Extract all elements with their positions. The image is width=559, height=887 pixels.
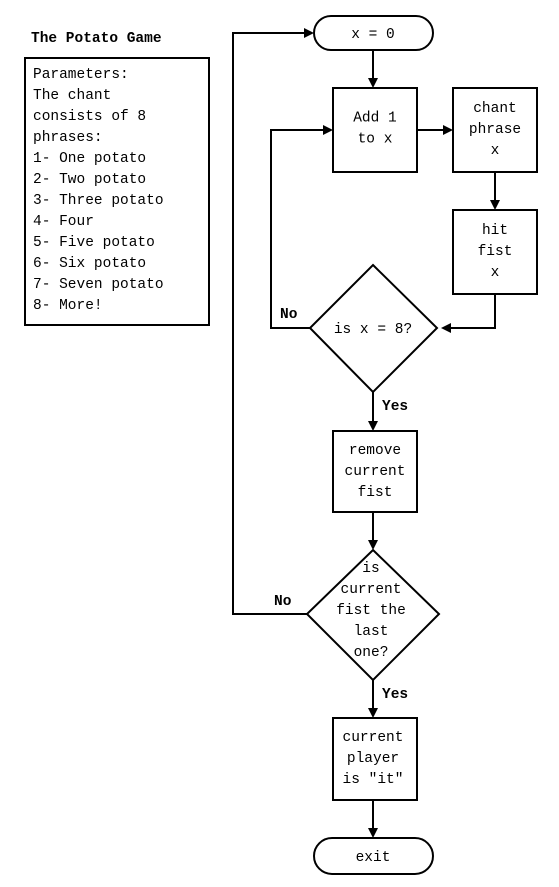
node-label-line: x (491, 143, 500, 159)
arrowhead-down (368, 828, 378, 838)
exit-terminal (313, 837, 434, 875)
parameter-line: The chant (33, 88, 111, 104)
arrowhead-right (304, 28, 314, 38)
exit-label: exit (356, 850, 391, 866)
node-label-line: fist (358, 485, 393, 501)
node-label-line: fist (478, 244, 513, 260)
arrowhead-right (323, 125, 333, 135)
edge-check8-no-to-add (270, 129, 326, 329)
edge-label-no: No (280, 307, 298, 323)
parameter-line: phrases: (33, 130, 103, 146)
diagram-title: The Potato Game (31, 31, 162, 47)
parameter-line: 3- Three potato (33, 193, 164, 209)
node-label-line: is (362, 561, 379, 577)
node-label-line: one? (354, 645, 389, 661)
node-label-line: remove (349, 443, 401, 459)
parameter-line: 4- Four (33, 214, 94, 230)
remove-label: remove current fist (345, 443, 406, 501)
node-label-line: current (341, 582, 402, 598)
start-label: x = 0 (351, 27, 395, 43)
start-terminal (313, 15, 434, 51)
node-label-line: last (354, 624, 389, 640)
parameter-line: 5- Five potato (33, 235, 155, 251)
hit-process-box (452, 209, 538, 295)
parameters-text: Parameters: The chant consists of 8 phrases… (33, 67, 164, 314)
node-label-line: current (345, 464, 406, 480)
parameter-line: 7- Seven potato (33, 277, 164, 293)
check8-decision (308, 263, 439, 394)
checklast-label: is current fist the last one? (336, 561, 406, 661)
arrowhead-right (443, 125, 453, 135)
arrowhead-left (441, 323, 451, 333)
checklast-decision (305, 548, 441, 682)
node-label-line: to x (358, 131, 393, 147)
parameters-box (24, 57, 210, 326)
chant-process-box (452, 87, 538, 173)
arrowhead-down (368, 78, 378, 88)
node-label-line: exit (356, 850, 391, 866)
edge-label-no: No (274, 594, 292, 610)
it-process-box (332, 717, 418, 801)
node-label-line: x = 0 (351, 27, 395, 43)
node-label-line: hit (482, 223, 508, 239)
arrowhead-down (490, 200, 500, 210)
remove-process-box (332, 430, 418, 513)
node-label-line: x (491, 265, 500, 281)
parameter-line: 6- Six potato (33, 256, 146, 272)
node-label-line: Add 1 (353, 110, 397, 126)
hit-label: hit fist x (478, 223, 513, 281)
node-label-line: player (347, 751, 399, 767)
arrowhead-down (368, 421, 378, 431)
edge-label-yes: Yes (382, 687, 408, 703)
parameter-line: 8- More! (33, 298, 103, 314)
connectors (232, 32, 496, 830)
node-label-line: is x = 8? (334, 322, 412, 338)
node-label-line: current (343, 730, 404, 746)
parameter-line: Parameters: (33, 67, 129, 83)
parameter-line: 2- Two potato (33, 172, 146, 188)
parameter-line: 1- One potato (33, 151, 146, 167)
edge-label-yes: Yes (382, 399, 408, 415)
add-process-box (332, 87, 418, 173)
node-label-line: chant (473, 101, 517, 117)
edge-checklast-no-to-start (232, 32, 307, 615)
node-label-line: is "it" (343, 772, 404, 788)
chant-label: chant phrase x (469, 101, 521, 159)
parameter-line: consists of 8 (33, 109, 146, 125)
it-label: current player is "it" (343, 730, 404, 788)
arrowhead-down (368, 708, 378, 718)
node-label-line: fist the (336, 603, 406, 619)
edge-hit-to-check8 (449, 294, 496, 329)
node-label-line: phrase (469, 122, 521, 138)
add-label: Add 1 to x (353, 110, 397, 147)
check8-label: is x = 8? (334, 322, 412, 338)
arrowhead-down (368, 540, 378, 550)
arrowheads (304, 28, 500, 838)
